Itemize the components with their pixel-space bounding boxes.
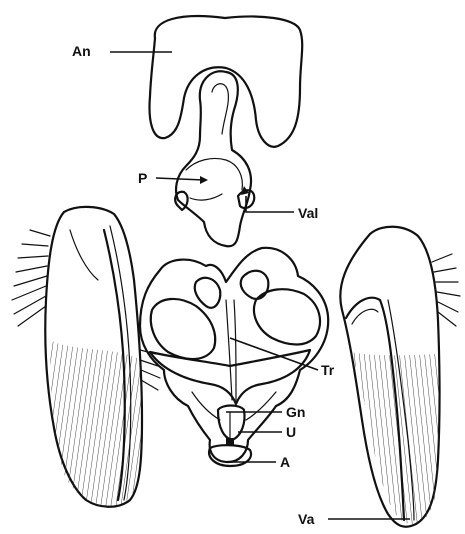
right-valve-shape xyxy=(340,227,460,527)
label-va: Va xyxy=(298,511,314,527)
label-tr: Tr xyxy=(321,362,334,378)
label-gn: Gn xyxy=(286,404,305,420)
central-complex-shape xyxy=(140,248,328,466)
anal-tube-shape xyxy=(150,16,303,147)
leader-p xyxy=(156,178,204,180)
label-val: Val xyxy=(298,205,318,221)
phallus-shape xyxy=(175,71,254,246)
label-p: P xyxy=(138,170,147,186)
label-a: A xyxy=(280,454,290,470)
label-an: An xyxy=(72,43,91,59)
left-valve-shape xyxy=(12,207,160,507)
leader-lines xyxy=(110,52,410,519)
label-u: U xyxy=(286,424,296,440)
